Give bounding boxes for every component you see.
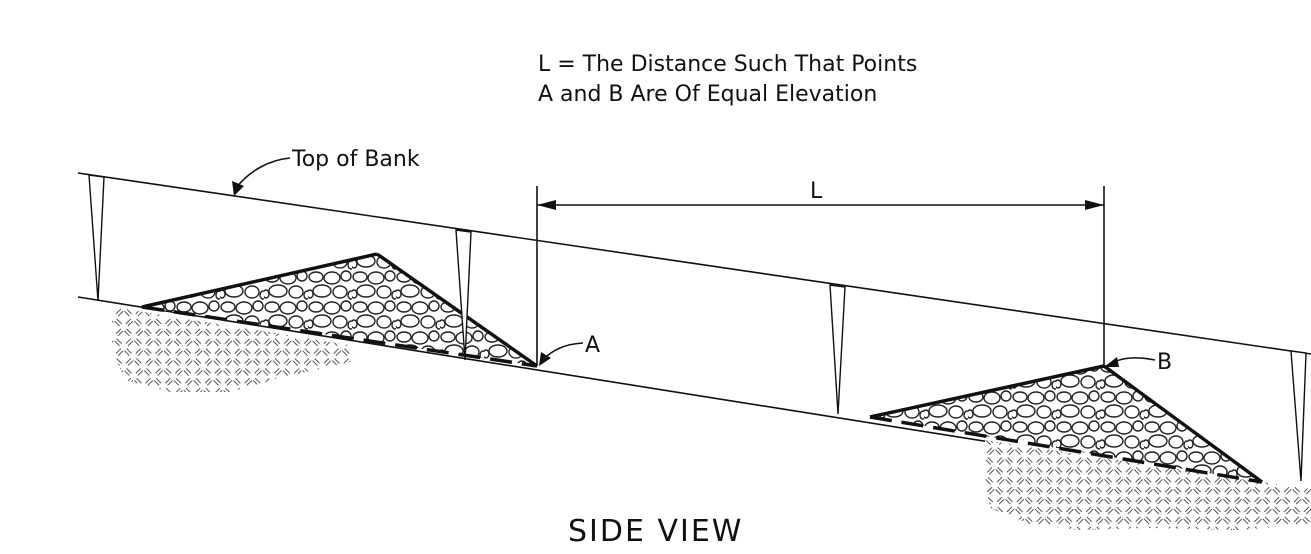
bank-marker-2 xyxy=(455,229,472,361)
point-a-leader-arrow xyxy=(539,352,551,366)
view-title: SIDE VIEW xyxy=(568,514,743,549)
right-riprap-downstream-face xyxy=(1102,364,1264,484)
left-riprap-structure xyxy=(142,254,537,366)
dimension-arrow-right xyxy=(1085,200,1104,210)
right-riprap-structure xyxy=(870,366,1262,482)
soil-hatch-left xyxy=(112,307,355,392)
soil-hatch-right xyxy=(985,440,1311,530)
left-riprap-upstream-face xyxy=(141,252,378,309)
top-of-bank-label: Top of Bank xyxy=(291,147,420,172)
point-b-leader-arrow xyxy=(1104,357,1119,367)
bank-marker-3 xyxy=(829,284,846,415)
point-b-label: B xyxy=(1157,350,1172,375)
dimension-label: L xyxy=(810,179,823,204)
dimension-arrow-left xyxy=(537,200,556,210)
note-line-1: L = The Distance Such That Points xyxy=(538,52,917,77)
note-line-2: A and B Are Of Equal Elevation xyxy=(538,82,877,107)
top-of-bank-leader-arrow xyxy=(232,181,244,196)
top-of-bank-line xyxy=(77,172,1311,355)
point-a-label: A xyxy=(585,333,600,358)
right-riprap-upstream-face xyxy=(869,364,1105,419)
bank-marker-4 xyxy=(1290,350,1307,482)
bank-marker-1 xyxy=(88,174,105,302)
left-riprap-downstream-face xyxy=(375,252,539,368)
left-riprap-base-dashed xyxy=(141,305,538,368)
right-riprap-base-dashed xyxy=(869,415,1263,484)
top-of-bank-leader xyxy=(235,157,291,189)
